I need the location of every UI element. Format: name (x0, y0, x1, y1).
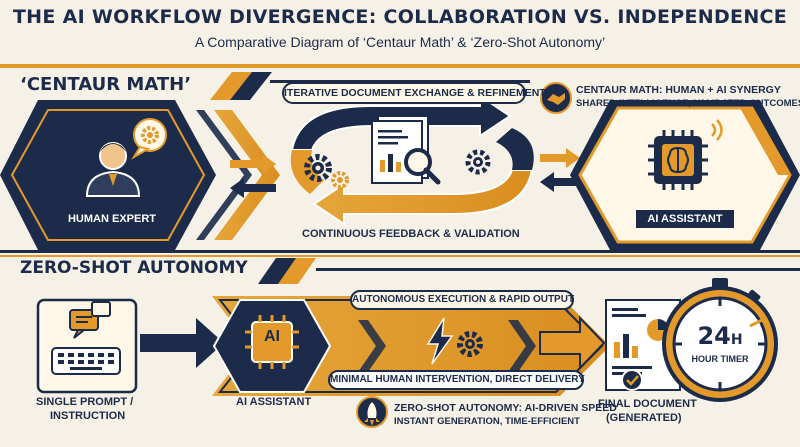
execution-pill: AUTONOMOUS EXECUTION & RAPID OUTPUT (350, 290, 574, 310)
banner-stripe (278, 258, 316, 284)
speed-subtitle: INSTANT GENERATION, TIME-EFFICIENT (394, 416, 580, 427)
ai-hexagon-stripe (740, 108, 790, 175)
final-document-label-line1: FINAL DOCUMENT (598, 398, 697, 410)
gear-icon (304, 154, 332, 182)
banner-line (270, 80, 530, 83)
flow-arrow (140, 318, 224, 368)
flow-arrow (539, 315, 606, 371)
stopwatch-icon (662, 278, 778, 402)
section-divider (0, 250, 800, 253)
lightning-icon (426, 317, 454, 365)
human-expert-label: HUMAN EXPERT (64, 210, 160, 228)
gear-icon (131, 118, 167, 160)
chevron-arrow (214, 110, 280, 240)
intervention-pill: MINIMAL HUMAN INTERVENTION, DIRECT DELIV… (328, 370, 585, 390)
synergy-title: CENTAUR MATH: HUMAN + AI SYNERGY (576, 84, 781, 96)
timer-caption: HOUR TIMER (691, 354, 749, 364)
chevron-arrow (358, 320, 386, 372)
gear-icon (465, 149, 491, 175)
banner-stripe (230, 72, 272, 100)
magnifier-icon (404, 148, 441, 185)
synergy-subtitle: SHARED INTELLIGENCE, VALIDATED OUTCOMES (576, 98, 800, 109)
human-expert-hexagon-inner (10, 109, 206, 241)
exchange-arrow-left (230, 178, 276, 198)
page-subtitle: A Comparative Diagram of ‘Centaur Math’ … (194, 34, 606, 50)
keyboard-icon (51, 347, 121, 375)
page-title: THE AI WORKFLOW DIVERGENCE: COLLABORATIO… (12, 6, 788, 28)
final-document-label-line2: (GENERATED) (606, 412, 682, 424)
banner-line (316, 268, 800, 271)
section-divider-gold (0, 255, 800, 257)
section-label-zero-shot: ZERO-SHOT AUTONOMY (20, 258, 248, 278)
loop-arrow-right (496, 128, 534, 170)
ai-assistant-label: AI ASSISTANT (636, 210, 734, 228)
timer-readout: 24H (690, 322, 750, 350)
handshake-icon (540, 82, 572, 114)
prompt-label-line1: SINGLE PROMPT / (36, 396, 134, 408)
loop-arrow-bottom (312, 169, 534, 226)
ai-chip-text: AI (264, 328, 280, 345)
exchange-pill: ITERATIVE DOCUMENT EXCHANGE & REFINEMENT (282, 82, 546, 104)
checkmark-icon (621, 369, 643, 391)
prompt-label-line2: INSTRUCTION (50, 410, 126, 422)
signal-icon (711, 119, 723, 141)
speed-title: ZERO-SHOT AUTONOMY: AI-DRIVEN SPEED (394, 402, 617, 414)
exchange-arrow-right (230, 154, 276, 174)
chat-icon (69, 301, 111, 339)
exchange-arrow-right (540, 148, 580, 168)
feedback-caption: CONTINUOUS FEEDBACK & VALIDATION (302, 228, 520, 240)
gear-icon (331, 171, 349, 189)
timer-hours: 24 (697, 322, 731, 350)
timer-unit: H (730, 332, 743, 348)
ai-chip-icon (648, 130, 708, 190)
gear-icon (457, 331, 483, 357)
rocket-icon (356, 396, 388, 428)
person-icon (85, 142, 141, 197)
top-divider (0, 64, 800, 68)
ai-chip-icon (245, 315, 299, 369)
banner-stripe (258, 258, 300, 284)
section-label-centaur: ‘CENTAUR MATH’ (20, 74, 192, 95)
exchange-arrow-left (540, 172, 580, 192)
zero-shot-ai-assistant-label: AI ASSISTANT (236, 396, 312, 408)
chevron-arrow (508, 320, 536, 372)
